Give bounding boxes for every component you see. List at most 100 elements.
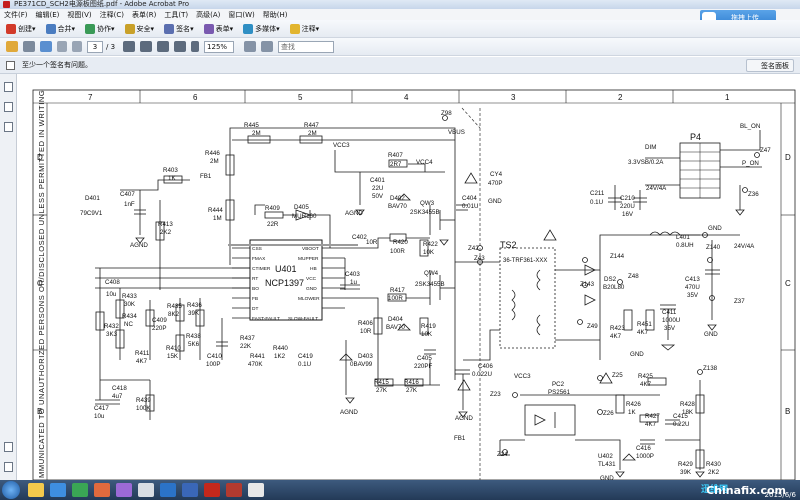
schematic-label: 2M	[308, 130, 317, 137]
attachments-panel-icon[interactable]	[4, 462, 13, 472]
schematic-label: GND	[630, 351, 644, 358]
schematic-label: 1nF	[124, 201, 135, 208]
page-down-icon[interactable]	[72, 41, 82, 52]
menu-bar: 文件(F) 编辑(E) 视图(V) 注释(C) 表单(R) 工具(T) 高级(A…	[0, 9, 800, 20]
app-taskbar-icon[interactable]	[72, 483, 88, 497]
schematic-label: R432	[104, 323, 119, 330]
schematic-label: TS2	[500, 240, 517, 250]
print-icon[interactable]	[23, 41, 35, 52]
schematic-label: 1K	[628, 409, 636, 416]
schematic-label: Z36	[748, 191, 759, 198]
media-taskbar-icon[interactable]	[94, 483, 110, 497]
sign-button[interactable]: 签名▾	[164, 23, 194, 34]
schematic-label: 2K2	[160, 229, 172, 236]
schematic-label: MUR160	[292, 213, 317, 220]
acrobat-taskbar-icon[interactable]	[204, 483, 220, 497]
collaborate-button[interactable]: 协作▾	[85, 23, 115, 34]
menu-window[interactable]: 窗口(W)	[228, 10, 255, 19]
signature-panel-button[interactable]: 签名面板	[746, 59, 794, 72]
grid-column-label: 7	[88, 93, 93, 102]
create-pdf-icon	[6, 23, 16, 34]
schematic-label: Z47	[760, 147, 771, 154]
comment-button[interactable]: 注释▾	[289, 23, 319, 34]
hand-tool-icon[interactable]	[140, 41, 153, 52]
menu-forms[interactable]: 表单(R)	[132, 10, 157, 19]
schematic-label: 2M	[210, 158, 219, 165]
find-input[interactable]: 查找	[278, 40, 335, 53]
schematic-label: U402	[598, 453, 613, 460]
schematic-label: NCP1397	[265, 278, 304, 288]
document-viewport[interactable]: 7 6 5 4 3 2 1 D C B D C B MMUNICATED TO …	[17, 74, 800, 480]
schematic-label: 10R	[360, 328, 372, 335]
schematic-label: 35V	[664, 325, 676, 332]
cloud-taskbar-icon[interactable]	[160, 483, 176, 497]
bookmarks-panel-icon[interactable]	[4, 102, 13, 112]
fit-width-icon[interactable]	[261, 41, 274, 52]
comment-panel-icon[interactable]	[4, 442, 13, 452]
app-taskbar-icon[interactable]	[116, 483, 132, 497]
app-taskbar-icon[interactable]	[138, 483, 154, 497]
schematic-label: 79C9V1	[80, 210, 103, 217]
menu-help[interactable]: 帮助(H)	[262, 10, 288, 19]
schematic-label: R423	[610, 325, 625, 332]
forms-label: 表单	[215, 24, 230, 33]
schematic-label: RT	[252, 276, 258, 282]
page-up-icon[interactable]	[57, 41, 67, 52]
schematic-label: R435	[167, 303, 182, 310]
page-total: / 3	[106, 42, 116, 51]
menu-view[interactable]: 视图(V)	[67, 10, 92, 19]
zoom-level-input[interactable]: 125%	[204, 40, 235, 53]
schematic-label: 24V/4A	[646, 185, 667, 192]
create-button[interactable]: 创建▾	[6, 23, 36, 34]
schematic-label: 4K7	[637, 329, 649, 336]
schematic-label: TL431	[598, 461, 616, 468]
select-tool-icon[interactable]	[123, 41, 136, 52]
schematic-label: C415	[673, 413, 688, 420]
merge-button[interactable]: 合并▾	[45, 23, 75, 34]
schematic-label: 1u	[350, 279, 357, 286]
schematic-label: PS2561	[548, 389, 571, 396]
page-number-input[interactable]: 3	[87, 40, 103, 53]
zoom-marquee-icon[interactable]	[191, 41, 200, 52]
multimedia-button[interactable]: 多媒体▾	[243, 23, 280, 34]
grid-column-label: 5	[298, 93, 303, 102]
explorer-taskbar-icon[interactable]	[28, 483, 44, 497]
schematic-label: R406	[358, 320, 373, 327]
menu-edit[interactable]: 编辑(E)	[35, 10, 60, 19]
forms-button[interactable]: 表单▾	[203, 23, 233, 34]
email-icon[interactable]	[40, 41, 52, 52]
schematic-label: C406	[478, 363, 493, 370]
signatures-panel-icon[interactable]	[4, 122, 13, 132]
schematic-label: D402	[390, 195, 405, 202]
open-folder-icon[interactable]	[6, 41, 18, 52]
grid-column-label: 4	[404, 93, 409, 102]
browser-taskbar-icon[interactable]	[50, 483, 66, 497]
app-taskbar-icon[interactable]	[248, 483, 264, 497]
zoom-out-icon[interactable]	[157, 41, 170, 52]
task-toolbar: 创建▾ 合并▾ 协作▾ 安全▾ 签名▾ 表单▾ 多媒体▾ 注释▾	[0, 20, 800, 38]
acrobat-taskbar-icon[interactable]	[226, 483, 242, 497]
schematic-label: B20L80	[603, 284, 625, 291]
start-button[interactable]	[2, 481, 20, 499]
schematic-label: 220P	[152, 325, 166, 332]
schematic-label: 1K2	[274, 353, 286, 360]
schematic-label: R437	[240, 335, 255, 342]
schematic-label: CTIMER	[252, 266, 271, 272]
collaborate-icon	[85, 23, 96, 34]
app-taskbar-icon[interactable]	[182, 483, 198, 497]
fit-page-icon[interactable]	[244, 41, 257, 52]
schematic-label: 0.01U	[462, 203, 479, 210]
grid-row-label: B	[37, 407, 42, 416]
schematic-label: 470P	[488, 180, 502, 187]
pages-panel-icon[interactable]	[4, 82, 13, 92]
schematic-label: C417	[94, 405, 109, 412]
zoom-in-icon[interactable]	[174, 41, 187, 52]
menu-file[interactable]: 文件(F)	[4, 10, 28, 19]
menu-comment[interactable]: 注释(C)	[99, 10, 125, 19]
secure-button[interactable]: 安全▾	[124, 23, 154, 34]
menu-advanced[interactable]: 高级(A)	[196, 10, 221, 19]
menu-tools[interactable]: 工具(T)	[164, 10, 189, 19]
schematic-label: BAV70	[386, 324, 405, 331]
comment-label: 注释	[301, 24, 316, 33]
schematic-label: C401	[370, 177, 385, 184]
